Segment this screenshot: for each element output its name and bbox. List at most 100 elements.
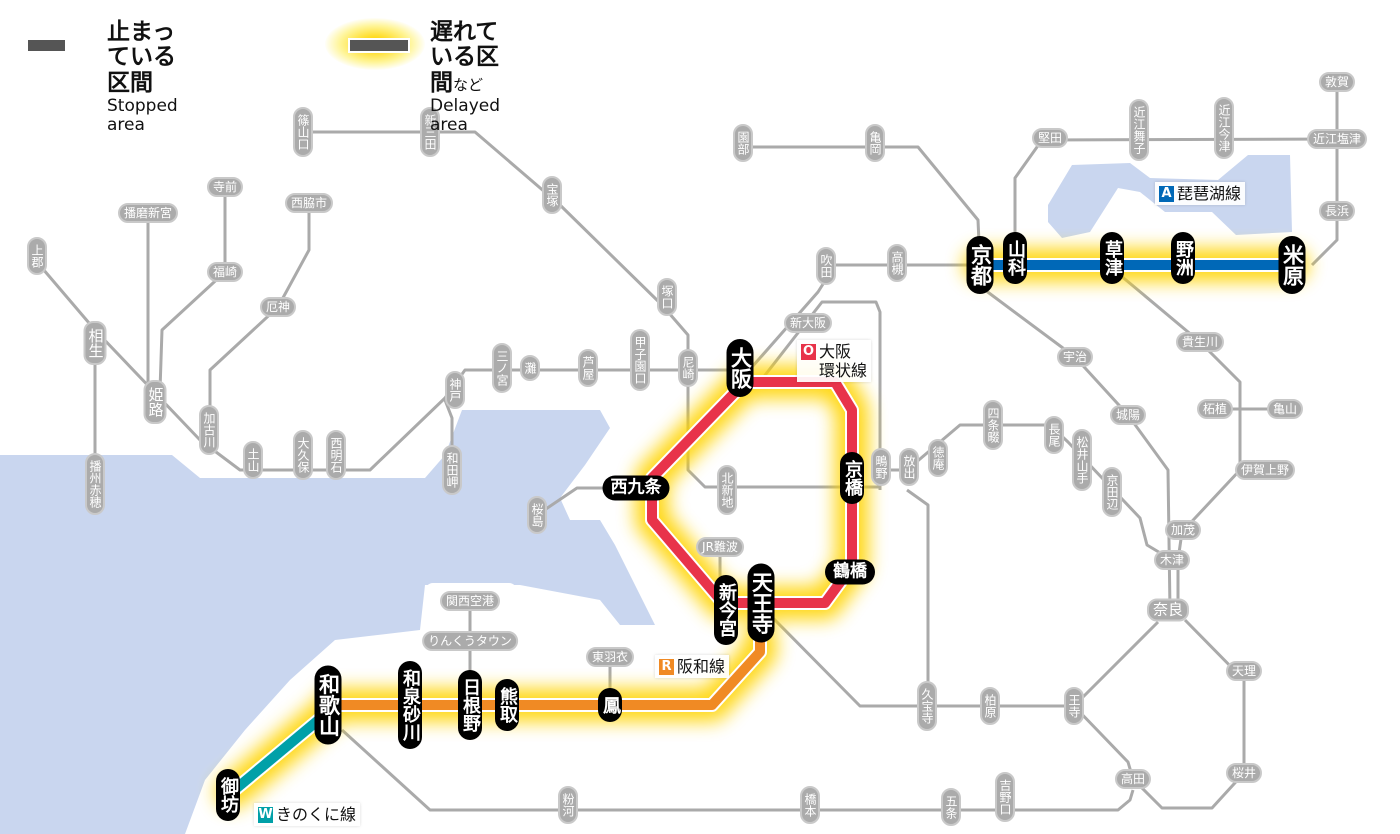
- station-kamo[interactable]: 加茂: [1164, 520, 1202, 540]
- station-omiimazu[interactable]: 近江今津: [1214, 97, 1234, 159]
- station-kakogawa[interactable]: 加古川: [199, 405, 219, 455]
- gray-line: [906, 488, 930, 706]
- station-kyuhoji[interactable]: 久宝寺: [917, 681, 937, 731]
- station-kokawa[interactable]: 粉河: [558, 786, 578, 824]
- station-otori[interactable]: 鳳: [598, 688, 622, 722]
- station-takarazuka[interactable]: 宝塚: [542, 176, 562, 214]
- station-kumatori[interactable]: 熊取: [495, 679, 519, 731]
- station-hineno[interactable]: 日根野: [458, 670, 482, 740]
- station-kyoto[interactable]: 京都: [966, 236, 994, 294]
- station-himeji[interactable]: 姫路: [143, 380, 167, 424]
- station-nada[interactable]: 灘: [520, 355, 540, 381]
- station-takatsuki[interactable]: 高槻: [887, 244, 907, 282]
- station-kansaiairport[interactable]: 関西空港: [439, 591, 501, 611]
- station-higashihagoromo[interactable]: 東羽衣: [585, 647, 635, 667]
- legend-delayed-jp: 遅れている区間: [430, 19, 499, 96]
- station-kobe[interactable]: 神戸: [445, 371, 465, 409]
- osaka-bay: [0, 410, 655, 834]
- station-maibara[interactable]: 米原: [1278, 236, 1306, 294]
- station-nishiwakishi[interactable]: 西脇市: [284, 193, 334, 213]
- station-kameyama[interactable]: 亀山: [1266, 399, 1304, 419]
- station-tennoji[interactable]: 天王寺: [747, 563, 775, 643]
- station-hanaten[interactable]: 放出: [899, 448, 919, 486]
- station-igaueno[interactable]: 伊賀上野: [1234, 460, 1296, 480]
- station-kizu[interactable]: 木津: [1153, 550, 1191, 570]
- station-kusatsu[interactable]: 草津: [1100, 232, 1124, 284]
- station-tenri[interactable]: 天理: [1225, 661, 1263, 681]
- station-sonobe[interactable]: 園部: [733, 124, 753, 162]
- station-banshuako[interactable]: 播州赤穂: [85, 453, 105, 515]
- station-wakayama[interactable]: 和歌山: [314, 665, 342, 745]
- station-kibukawa[interactable]: 貴生川: [1175, 332, 1225, 352]
- station-gobo[interactable]: 御坊: [216, 769, 240, 821]
- station-fukusaki[interactable]: 福崎: [206, 262, 244, 282]
- station-teramae[interactable]: 寺前: [206, 177, 244, 197]
- station-tsuge[interactable]: 柘植: [1196, 399, 1234, 419]
- station-yoshinoguchi[interactable]: 吉野口: [995, 772, 1015, 822]
- gray-line: [1013, 137, 1341, 250]
- gray-line: [743, 145, 982, 266]
- gray-line: [303, 130, 880, 489]
- station-yakujin[interactable]: 厄神: [259, 297, 297, 317]
- station-sakurajima[interactable]: 桜島: [527, 496, 547, 534]
- station-shinosaka[interactable]: 新大阪: [783, 313, 833, 333]
- station-nara[interactable]: 奈良: [1146, 598, 1190, 622]
- station-shinimamiya[interactable]: 新今宮: [714, 575, 738, 645]
- station-nagahama[interactable]: 長浜: [1318, 201, 1356, 221]
- station-wadamisaki[interactable]: 和田岬: [442, 445, 462, 495]
- legend-delayed-swatch: [348, 38, 410, 53]
- station-suita[interactable]: 吹田: [816, 247, 836, 285]
- station-yasu[interactable]: 野洲: [1171, 232, 1195, 284]
- station-gojo[interactable]: 五条: [941, 788, 961, 826]
- station-oji[interactable]: 王寺: [1064, 687, 1084, 725]
- station-osaka[interactable]: 大阪: [726, 339, 754, 397]
- station-shinsanda[interactable]: 新三田: [420, 107, 440, 157]
- station-amagasaki[interactable]: 尼崎: [678, 349, 698, 387]
- gray-line: [880, 423, 1173, 562]
- line-badge-icon: A: [1159, 186, 1174, 202]
- station-uji[interactable]: 宇治: [1056, 347, 1094, 367]
- station-matsuiyamate[interactable]: 松井山手: [1072, 429, 1092, 491]
- station-omishiotsu[interactable]: 近江塩津: [1306, 129, 1368, 149]
- station-omimaiko[interactable]: 近江舞子: [1129, 99, 1149, 161]
- station-rinkutown[interactable]: りんくうタウン: [422, 631, 518, 651]
- station-sakurai[interactable]: 桜井: [1225, 763, 1263, 783]
- station-nagao[interactable]: 長尾: [1044, 416, 1064, 454]
- station-tsuruga[interactable]: 敦賀: [1318, 72, 1356, 92]
- station-aioi[interactable]: 相生: [83, 321, 107, 365]
- station-tsuchiyama[interactable]: 土山: [243, 441, 263, 479]
- station-joyo[interactable]: 城陽: [1109, 405, 1147, 425]
- station-shigino[interactable]: 鴫野: [871, 448, 891, 486]
- legend-delayed-en: Delayed area: [430, 95, 501, 135]
- station-tokuan[interactable]: 徳庵: [928, 439, 948, 477]
- station-shijonawate[interactable]: 四条畷: [983, 400, 1003, 450]
- station-sannomiya[interactable]: 三ノ宮: [492, 343, 512, 393]
- station-koshienguchi[interactable]: 甲子園口: [630, 329, 650, 391]
- station-sasayamaguchi[interactable]: 篠山口: [293, 107, 313, 157]
- station-tsuruhashi[interactable]: 鶴橋: [825, 559, 875, 585]
- legend-stopped-en: Stopped area: [107, 95, 178, 135]
- hanwa-line: [332, 640, 765, 710]
- station-kamigori[interactable]: 上郡: [27, 237, 47, 275]
- station-katata[interactable]: 堅田: [1031, 128, 1069, 148]
- station-nishikujo[interactable]: 西九条: [602, 475, 670, 501]
- station-hashimoto[interactable]: 橋本: [800, 786, 820, 824]
- station-takada[interactable]: 高田: [1114, 769, 1152, 789]
- station-izumisunagawa[interactable]: 和泉砂川: [398, 661, 422, 749]
- station-okubo[interactable]: 大久保: [293, 430, 313, 480]
- station-tsukaguchi[interactable]: 塚口: [657, 278, 677, 316]
- station-kameoka[interactable]: 亀岡: [865, 124, 885, 162]
- station-yamashina[interactable]: 山科: [1003, 232, 1027, 284]
- station-kyobashi[interactable]: 京橋: [840, 452, 864, 504]
- station-ashiya[interactable]: 芦屋: [578, 349, 598, 387]
- station-harimashingu[interactable]: 播磨新宮: [117, 203, 179, 223]
- station-kashiwara[interactable]: 柏原: [980, 687, 1000, 725]
- station-jrnamba[interactable]: JR難波: [696, 537, 744, 557]
- station-kyotanabe[interactable]: 京田辺: [1102, 467, 1122, 517]
- station-nishiakashi[interactable]: 西明石: [326, 430, 346, 480]
- station-kitashinchi[interactable]: 北新地: [717, 465, 737, 515]
